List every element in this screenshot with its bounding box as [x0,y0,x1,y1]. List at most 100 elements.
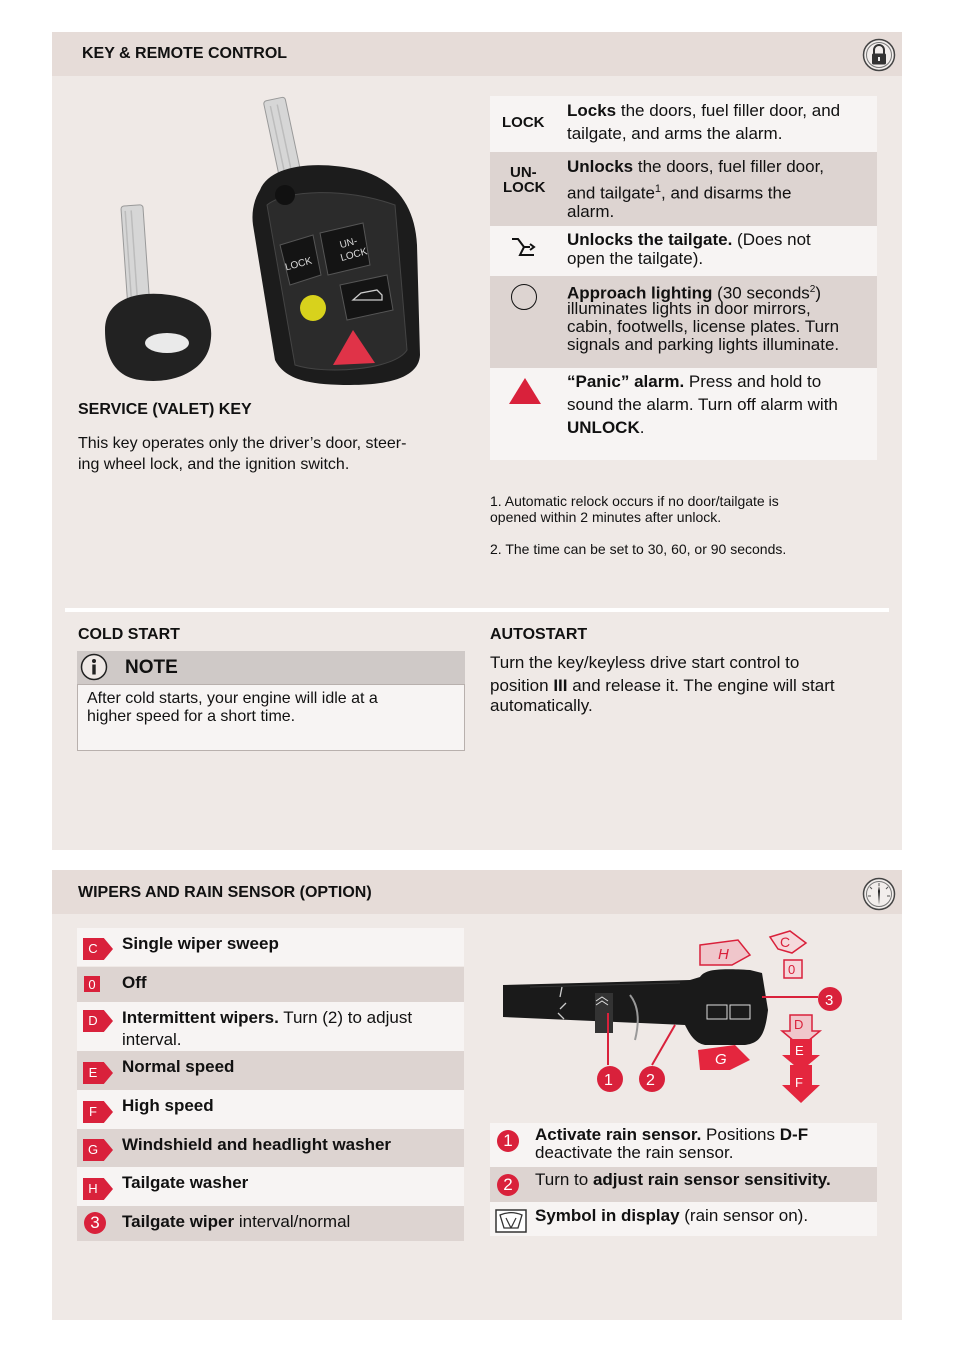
wipers-title: WIPERS AND RAIN SENSOR (OPTION) [78,884,372,901]
note-text-1: After cold starts, your engine will idle… [87,690,378,707]
wiper-row-label: Normal speed [122,1057,235,1076]
sensor-row-3: Symbol in display (rain sensor on). [490,1202,877,1236]
badge-3: 3 [84,1212,106,1234]
remote-row-lock: LOCK Locks the doors, fuel filler door, … [490,96,877,152]
panic-desc-line3: UNLOCK. [567,418,645,437]
wiper-row-label: Single wiper sweep [122,934,279,953]
remote-row-tailgate: Unlocks the tailgate. (Does not open the… [490,226,877,276]
remote-row-unlock: UN- LOCK Unlocks the doors, fuel filler … [490,152,877,226]
diagram-label-g: G [715,1051,727,1068]
approach-desc-line3: cabin, footwells, license plates. Turn [567,317,840,336]
service-key-text-1: This key operates only the driver’s door… [78,435,407,452]
autostart-line2: position III and release it. The engine … [490,676,835,695]
wiper-row-label: Tailgate washer [122,1173,249,1192]
position-tag-h: H [83,1176,113,1201]
lock-desc-line1: Locks the doors, fuel filler door, and [567,101,841,120]
service-key-blade [120,204,151,307]
tailgate-desc-line1: Unlocks the tailgate. (Does not [567,230,811,249]
wiper-row: C Single wiper sweep [77,928,464,966]
position-tag-f: F [83,1099,113,1124]
unlock-desc-line2: and tailgate1, and disarms the [567,183,792,203]
wiper-row: H Tailgate washer [77,1167,464,1206]
note-body: After cold starts, your engine will idle… [77,684,465,751]
rain-sensor-icon [495,1209,527,1233]
unlock-key-label-2: LOCK [503,179,546,196]
service-key-title: SERVICE (VALET) KEY [78,401,252,418]
remote-row-panic: “Panic” alarm. Press and hold to sound t… [490,368,877,460]
wipers-header: WIPERS AND RAIN SENSOR (OPTION) [52,870,902,914]
position-tag-label: 0 [88,977,96,992]
wiper-row: E Normal speed [77,1051,464,1090]
arrow-f [782,1065,820,1103]
service-key-text-2: ing wheel lock, and the ignition switch. [78,456,350,473]
wiper-row: 3 Tailgate wiper interval/normal [77,1206,464,1241]
badge-1: 1 [497,1130,519,1152]
autostart-line1: Turn the key/keyless drive start control… [490,653,800,672]
cold-start-title: COLD START [78,626,180,643]
wiper-row-label: Tailgate wiper interval/normal [122,1212,351,1231]
fob-panic-button [333,330,375,365]
diagram-label-f: F [795,1075,803,1090]
diagram-label-h: H [718,946,729,963]
arrow-h [699,939,752,966]
panic-desc-line1: “Panic” alarm. Press and hold to [567,372,822,391]
wiper-row-label: Windshield and headlight washer [122,1135,392,1154]
unlock-desc-line3: alarm. [567,202,615,221]
approach-desc-line2: illuminates lights in door mirrors, [567,299,811,318]
keys-illustration: LOCK UN- LOCK [95,95,425,390]
wiper-row-label: High speed [122,1096,214,1115]
circle-button-icon [511,284,537,310]
diagram-label-1: 1 [604,1072,613,1089]
position-tag-d: D [83,1009,113,1033]
diagram-label-3: 3 [825,992,833,1009]
wiper-stalk-diagram: C 0 H G D E F 3 1 2 [500,925,880,1115]
sensor-row-1-line1: Activate rain sensor. Positions D-F [535,1125,809,1144]
diagram-label-2: 2 [646,1072,655,1089]
position-tag-label: C [88,941,98,956]
position-tag-g: G [83,1138,113,1162]
unlock-key-label-1: UN- [510,164,537,181]
lock-key-label: LOCK [502,114,545,131]
sensor-row-1: 1 Activate rain sensor. Positions D-F de… [490,1123,877,1167]
wiper-row: D Intermittent wipers. Turn (2) to adjust… [77,1002,464,1051]
footnote-1a: 1. Automatic relock occurs if no door/ta… [490,493,779,509]
wiper-row: G Windshield and headlight washer [77,1129,464,1167]
autostart-line3: automatically. [490,696,593,715]
diagram-label-0: 0 [788,962,795,977]
note-header: NOTE [77,651,465,684]
info-icon [80,653,108,681]
diagram-label-c: C [780,934,790,950]
arrow-c [768,930,808,954]
position-tag-c: C [83,937,113,961]
tailgate-icon [510,235,538,259]
approach-desc-line4: signals and parking lights illuminate. [567,335,840,354]
approach-desc-line1: Approach lighting (30 seconds2) [567,283,822,303]
tailgate-desc-line2: open the tailgate). [567,249,704,268]
autostart-title: AUTOSTART [490,626,588,643]
wiper-row-label: Intermittent wipers. Turn (2) to adjust [122,1008,413,1027]
sensor-row-2: 2 Turn to adjust rain sensor sensitivity… [490,1167,877,1202]
wiper-row-label: Off [122,973,147,992]
unlock-desc-line1: Unlocks the doors, fuel filler door, [567,157,825,176]
sensor-row-3-text: Symbol in display (rain sensor on). [535,1206,809,1225]
position-tag-0: 0 [83,975,113,997]
diagram-label-d: D [794,1017,803,1032]
position-tag-label: E [88,1064,98,1080]
footnote-1b: opened within 2 minutes after unlock. [490,509,722,525]
panic-triangle-icon [507,376,543,406]
footnote-2: 2. The time can be set to 30, 60, or 90 … [490,541,787,557]
remote-row-approach: Approach lighting (30 seconds2) illumina… [490,276,877,368]
position-tag-label: G [87,1142,99,1157]
position-tag-label: F [89,1103,97,1119]
position-tag-e: E [83,1060,113,1085]
arrow-e [782,1039,820,1071]
sensor-row-2-text: Turn to adjust rain sensor sensitivity. [535,1170,831,1189]
lock-desc-line2: tailgate, and arms the alarm. [567,124,783,143]
key-remote-title: KEY & REMOTE CONTROL [82,45,288,62]
gauge-icon [862,877,896,911]
key-remote-header: KEY & REMOTE CONTROL [52,32,902,76]
badge-2: 2 [497,1174,519,1196]
panic-desc-line2: sound the alarm. Turn off alarm with [567,395,838,414]
position-tag-label: H [88,1180,98,1196]
wiper-row-label-line2: interval. [122,1030,182,1049]
